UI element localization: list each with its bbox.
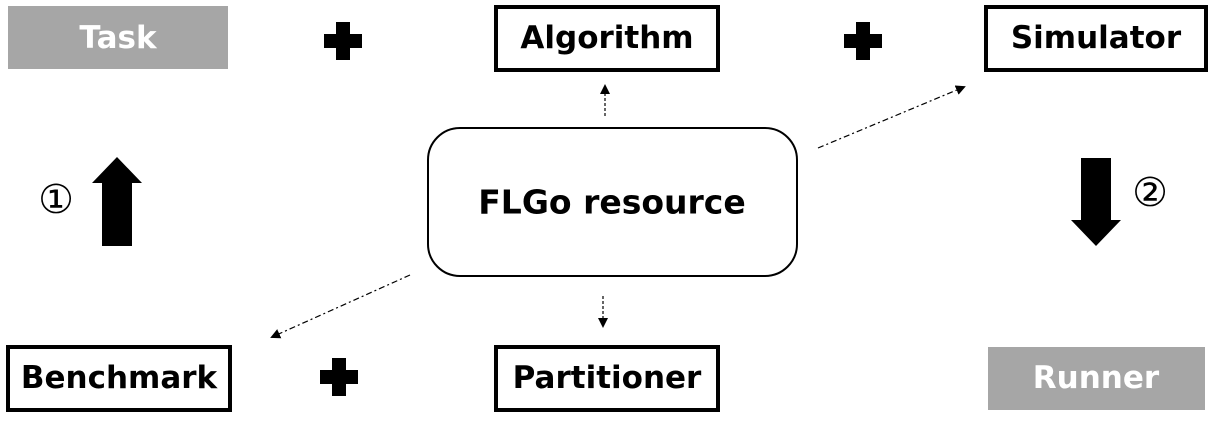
- task-label: Task: [79, 20, 158, 56]
- runner-label: Runner: [1033, 360, 1160, 396]
- arrow-down-icon: [1071, 158, 1121, 246]
- plus-icon: [324, 22, 362, 60]
- connector-to-simulator: [817, 85, 966, 149]
- plus-icon: [320, 358, 358, 396]
- resource-box: FLGo resource: [427, 127, 798, 277]
- partitioner-box: Partitioner: [494, 345, 720, 412]
- arrow-up-icon: [92, 157, 142, 246]
- simulator-label: Simulator: [1011, 20, 1182, 56]
- runner-box: Runner: [988, 347, 1205, 410]
- algorithm-box: Algorithm: [494, 5, 720, 72]
- simulator-box: Simulator: [984, 5, 1208, 72]
- resource-label: FLGo resource: [478, 183, 746, 222]
- connector-to-benchmark: [270, 274, 411, 339]
- algorithm-label: Algorithm: [520, 20, 693, 56]
- benchmark-box: Benchmark: [6, 345, 232, 412]
- benchmark-label: Benchmark: [21, 360, 219, 396]
- partitioner-label: Partitioner: [513, 360, 702, 396]
- task-box: Task: [8, 6, 228, 69]
- plus-icon: [844, 22, 882, 60]
- step-two-label: ②: [1132, 170, 1168, 216]
- step-one-label: ①: [38, 177, 74, 223]
